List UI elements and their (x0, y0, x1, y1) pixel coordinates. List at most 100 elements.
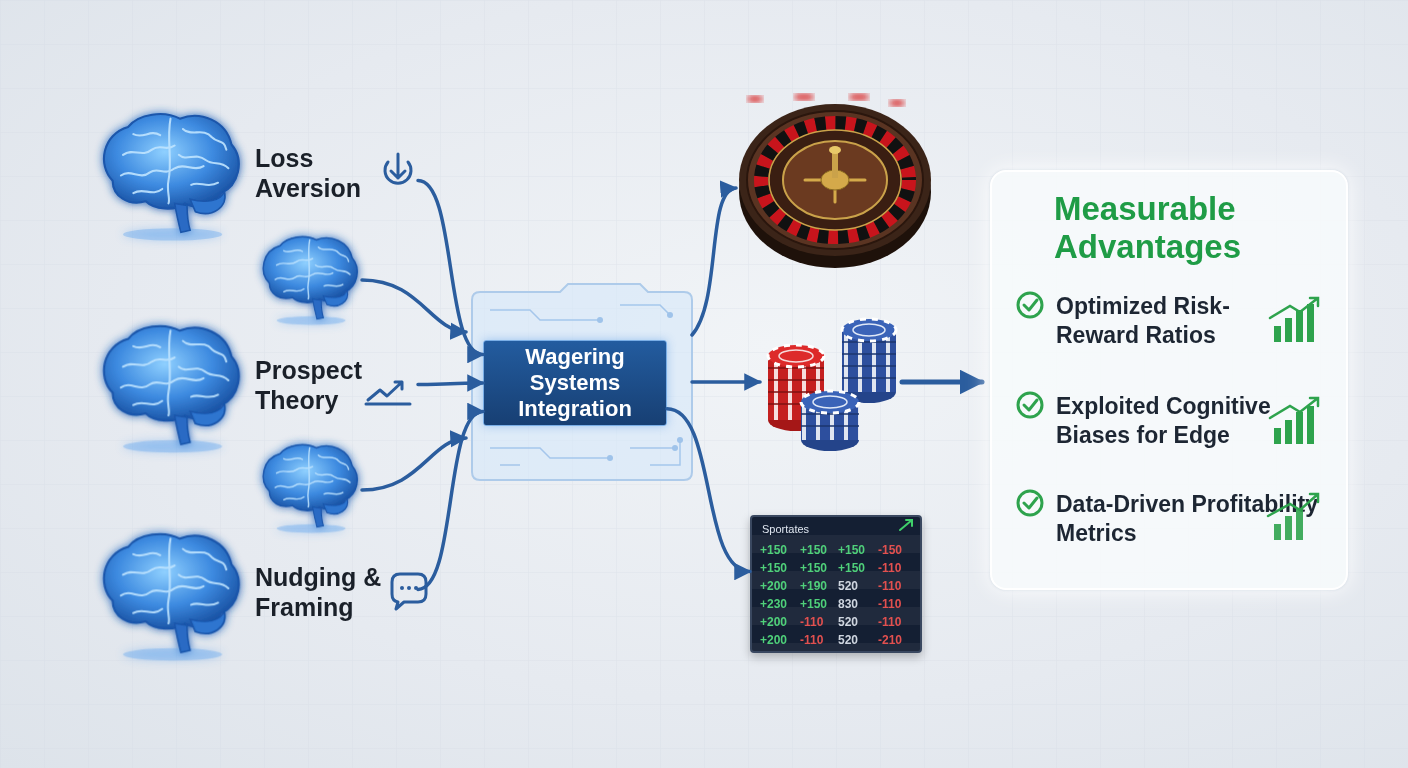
loss-icon-arrow (391, 154, 405, 178)
concept-group: Nudging & Framing (88, 525, 418, 665)
check-icons (1018, 293, 1042, 515)
roulette-body-part (769, 130, 901, 230)
glass-panel-shape (472, 284, 692, 480)
chip-stack-part (853, 324, 885, 336)
odds-cell: 520 (838, 633, 858, 647)
flow-arrow (692, 188, 736, 335)
roulette-body-part (761, 123, 909, 237)
check-icons-part (1024, 300, 1037, 310)
integration-box: Wagering Systems Integration (483, 340, 667, 426)
flow-arrow (902, 380, 982, 385)
brain-icon (104, 326, 239, 452)
node-text: Data-Driven Profitability Metrics (1056, 490, 1321, 548)
circuit-lines-part (500, 464, 520, 466)
node-heading: Measurable Advantages (1054, 190, 1339, 266)
chip-stack-part (768, 345, 824, 367)
odds-cell: -110 (878, 561, 901, 575)
board-trend-icon (900, 520, 912, 530)
roulette-body-part (747, 111, 923, 249)
chip-stack-part (801, 391, 859, 413)
trend-icon (366, 382, 410, 404)
circuit-dots (597, 312, 683, 461)
loss-icon (385, 162, 411, 183)
concept-group: Loss Aversion (88, 108, 418, 253)
node-heading: Wagering Systems Integration (500, 344, 650, 422)
check-icons-part (1024, 498, 1037, 508)
odds-cell: -110 (800, 615, 823, 629)
chip-stack-part (842, 319, 896, 341)
bar-chart-icons-part-part (1307, 406, 1314, 444)
odds-cell: +190 (800, 579, 827, 593)
node-heading: Loss Aversion (255, 143, 377, 203)
roulette-body-part (739, 104, 931, 256)
circuit-dots-part (667, 312, 673, 318)
bar-chart-icons-part (1274, 304, 1314, 342)
bar-chart-icons-part-part (1285, 420, 1292, 444)
concept-icons (366, 154, 426, 609)
flow-arrow (362, 438, 466, 490)
glass-panel (472, 284, 692, 480)
bar-chart-icons-part (1270, 398, 1318, 418)
bar-chart-icons-part-part (1274, 326, 1281, 342)
odds-cell: -150 (878, 543, 902, 557)
motion-blur (890, 100, 904, 106)
bar-chart-icons-part (1270, 298, 1318, 318)
circuit-lines-part (490, 310, 600, 320)
circuit-lines-part (650, 440, 680, 465)
concept-group: Prospect Theory (88, 320, 418, 460)
speech-dots-part (400, 586, 404, 590)
chip-stack-part-part (842, 353, 896, 355)
brain-illustrations (104, 114, 357, 660)
odds-cell: 520 (838, 579, 858, 593)
node-text: Exploited Cognitive Biases for Edge (1056, 392, 1311, 450)
circuit-dots-part (597, 317, 603, 323)
check-icons-part (1018, 491, 1042, 515)
bar-chart-icons (1268, 298, 1318, 540)
roulette-body (739, 104, 931, 268)
chip-stack-part (813, 396, 847, 408)
odds-cell: +150 (800, 597, 827, 611)
odds-cell: +200 (760, 579, 787, 593)
flow-arrows (362, 188, 982, 490)
circuit-dots-part (607, 455, 613, 461)
speech-bubble-icon (392, 574, 426, 609)
flow-connector (418, 181, 483, 355)
motion-blur (748, 96, 762, 102)
brain-icon (104, 534, 239, 660)
bar-chart-icons-part (1268, 494, 1318, 516)
odds-cell: +200 (760, 633, 787, 647)
bar-chart-icons-part-part (1274, 428, 1281, 444)
flow-arrow (362, 280, 466, 332)
chip-stack-part (779, 350, 813, 362)
odds-cell: -110 (878, 579, 901, 593)
chip-stack-part-part (801, 413, 859, 415)
chip-stack-part (842, 342, 896, 378)
odds-cell: -110 (878, 597, 901, 611)
chip-stack (801, 391, 859, 451)
odds-cell: +150 (760, 543, 787, 557)
odds-board: Sportates (750, 515, 922, 653)
casino-chips (768, 319, 896, 451)
chip-stack-part-part (842, 341, 896, 343)
odds-cell: -110 (800, 633, 823, 647)
node-heading: Prospect Theory (255, 355, 377, 415)
odds-cell: -210 (878, 633, 902, 647)
flow-connector (418, 383, 483, 384)
speech-dots-part (407, 586, 411, 590)
bar-chart-icons-part (1274, 508, 1303, 540)
node-heading: Nudging & Framing (255, 562, 390, 622)
odds-cell: +150 (838, 561, 865, 575)
chip-stack-part (801, 414, 859, 426)
check-icons-part (1024, 400, 1037, 410)
advantages-panel: Measurable AdvantagesOptimized Risk-Rewa… (990, 170, 1348, 590)
odds-cell: +200 (760, 615, 787, 629)
bar-chart-icons-part-part (1296, 508, 1303, 540)
bar-chart-icons-part-part (1307, 304, 1314, 342)
brain-icon (263, 445, 357, 533)
